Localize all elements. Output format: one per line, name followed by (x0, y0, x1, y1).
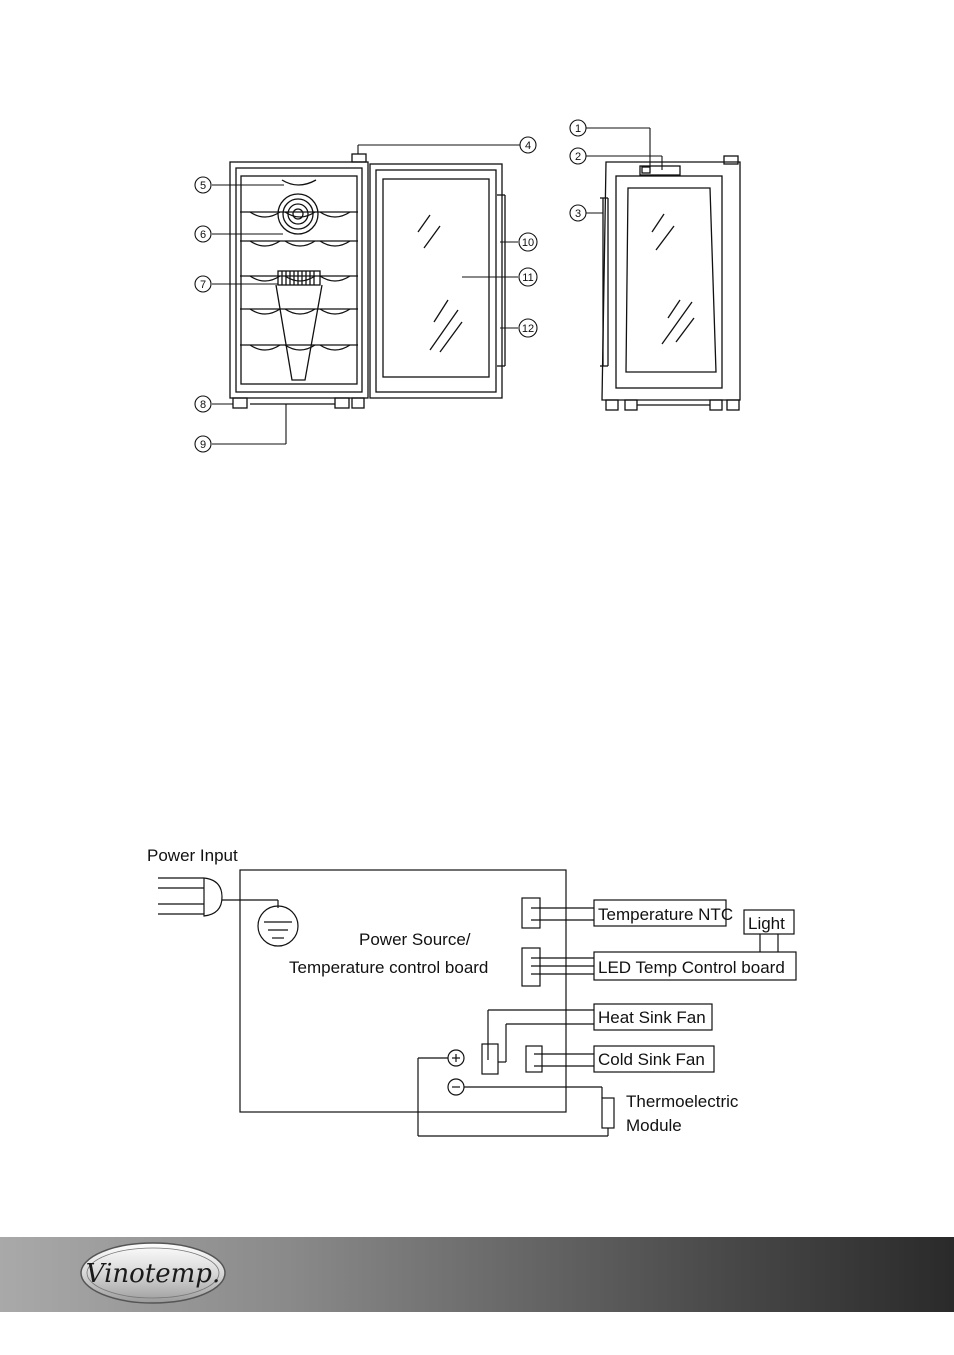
thermoelectric-label-line1: Thermoelectric (626, 1092, 739, 1111)
power-plug-icon (158, 878, 278, 916)
light-label: Light (748, 914, 785, 933)
callout-7: 7 (200, 279, 206, 291)
heat-sink-fan-label: Heat Sink Fan (598, 1008, 706, 1027)
wiring-diagram: Power Input Power Source/ Temperature co… (0, 830, 954, 1160)
callout-5: 5 (200, 180, 206, 192)
callout-8: 8 (200, 399, 206, 411)
thermoelectric-label-line2: Module (626, 1116, 682, 1135)
cold-sink-fan-label: Cold Sink Fan (598, 1050, 705, 1069)
glass-door-open (370, 164, 505, 398)
temperature-ntc-label: Temperature NTC (598, 905, 733, 924)
wine-cooler-parts-diagram: 1 2 3 4 5 6 7 8 9 10 11 12 (0, 0, 954, 470)
callout-2: 2 (575, 151, 581, 163)
board-label-line2: Temperature control board (289, 958, 488, 977)
thermoelectric-connector (418, 1050, 614, 1136)
brand-name: Vinotemp. (86, 1259, 220, 1289)
callout-10: 10 (522, 237, 534, 249)
vinotemp-logo: Vinotemp. (78, 1240, 228, 1306)
callout-1: 1 (575, 123, 581, 135)
callout-6: 6 (200, 229, 206, 241)
grill-icon (276, 271, 322, 380)
cabinet-front-open (230, 154, 368, 408)
power-input-label: Power Input (147, 846, 238, 865)
control-board (240, 870, 566, 1112)
callout-9: 9 (200, 439, 206, 451)
wine-racks (240, 180, 358, 350)
ground-icon (258, 906, 298, 946)
led-board-label: LED Temp Control board (598, 958, 785, 977)
callout-3: 3 (575, 208, 581, 220)
cabinet-side-closed (600, 156, 740, 410)
callout-4: 4 (525, 140, 531, 152)
callout-12: 12 (522, 323, 534, 335)
board-label-line1: Power Source/ (359, 930, 471, 949)
callout-11: 11 (522, 272, 533, 284)
